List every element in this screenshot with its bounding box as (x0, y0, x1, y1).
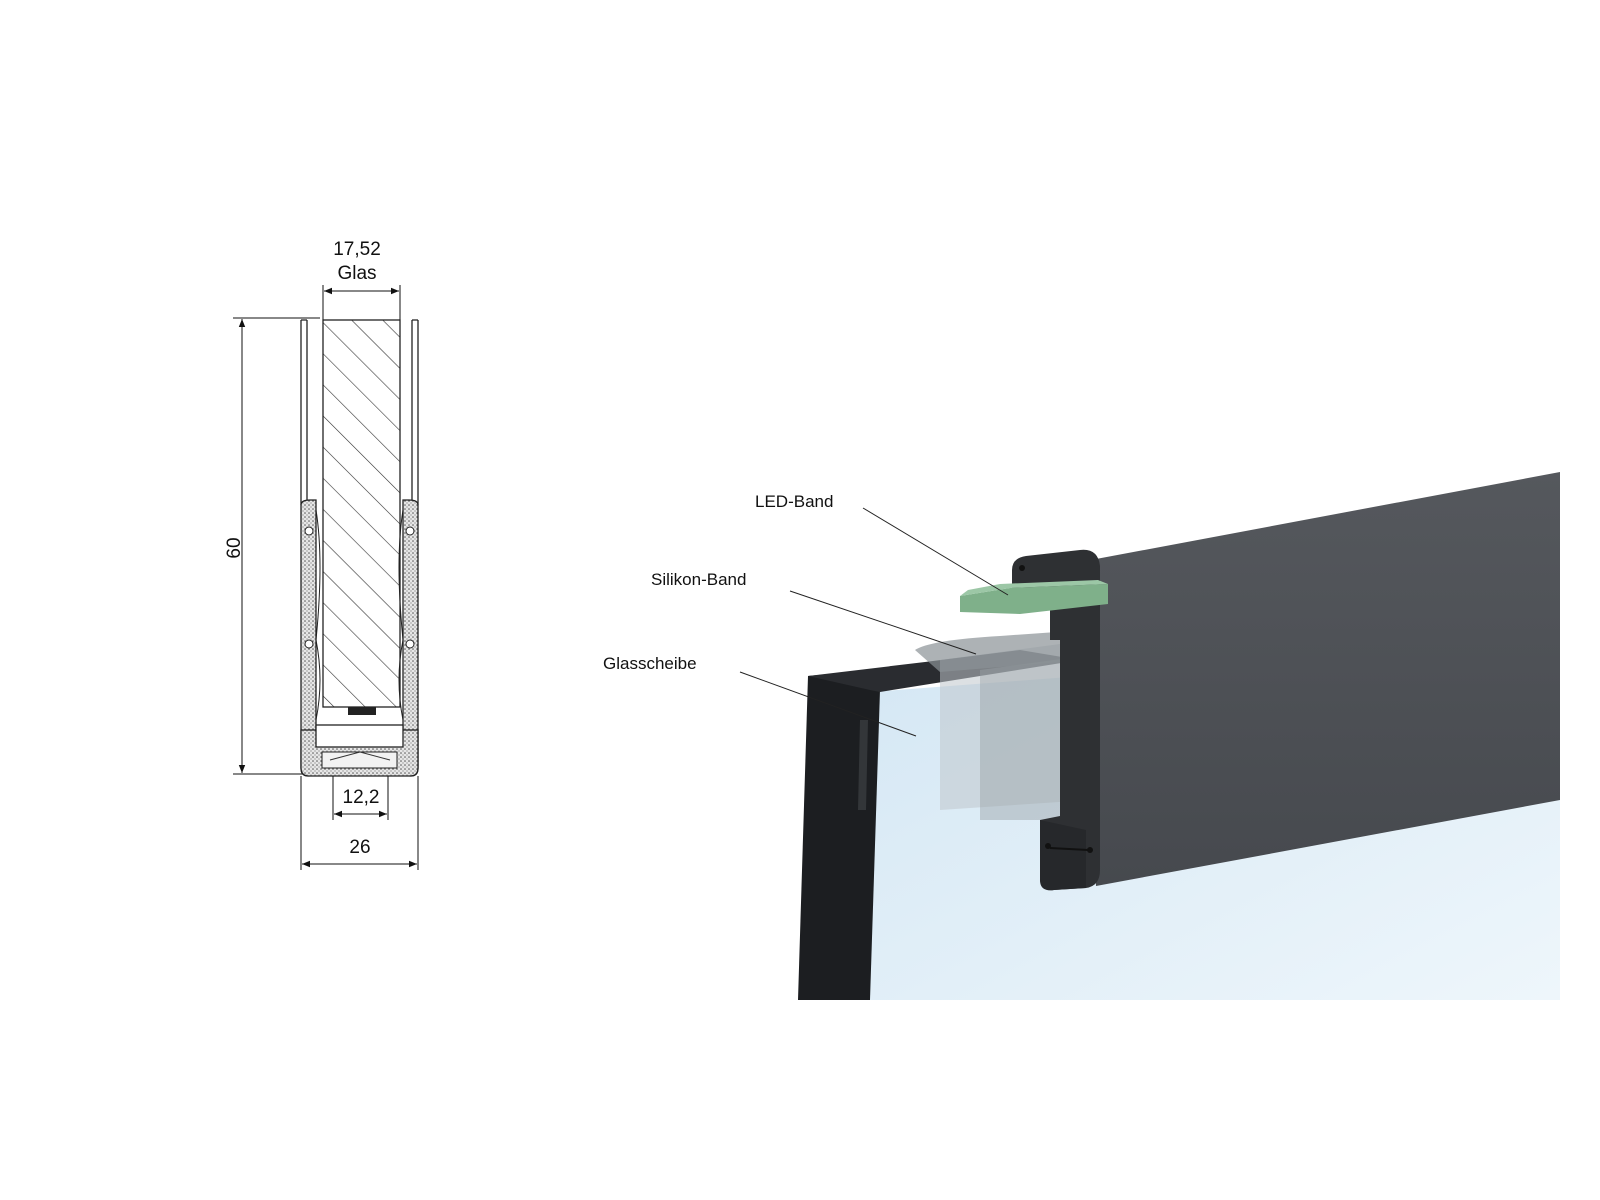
glass-thickness-label: Glas (337, 263, 376, 284)
outer-width-dimension: 26 (300, 776, 419, 870)
silicone-band-leader-line (789, 590, 977, 655)
glass-section (322, 319, 401, 715)
profile-end-face (1012, 549, 1100, 891)
profile-side-face (1080, 472, 1560, 886)
glass-pane-label: Glasscheibe (603, 654, 697, 673)
aluminium-profile-section (300, 319, 419, 777)
outer-width-value: 26 (349, 837, 370, 858)
cross-section-drawing: 17,52 Glas 60 (224, 239, 419, 870)
led-band-label: LED-Band (755, 492, 833, 511)
height-value: 60 (224, 537, 245, 558)
silicone-band-label: Silikon-Band (651, 570, 746, 589)
glass-thickness-dimension: 17,52 Glas (322, 239, 401, 320)
led-band-leader-line (862, 507, 1009, 596)
profile-3d-render: LED-Band Silikon-Band Glasscheibe (603, 472, 1560, 1000)
glass-thickness-value: 17,52 (333, 239, 381, 260)
height-dimension: 60 (224, 317, 320, 775)
glass-pane-leader-line (739, 671, 917, 737)
inner-width-dimension: 12,2 (332, 776, 389, 820)
led-band (960, 580, 1108, 614)
glass-pane-edge (798, 670, 880, 1000)
inner-width-value: 12,2 (343, 787, 380, 808)
